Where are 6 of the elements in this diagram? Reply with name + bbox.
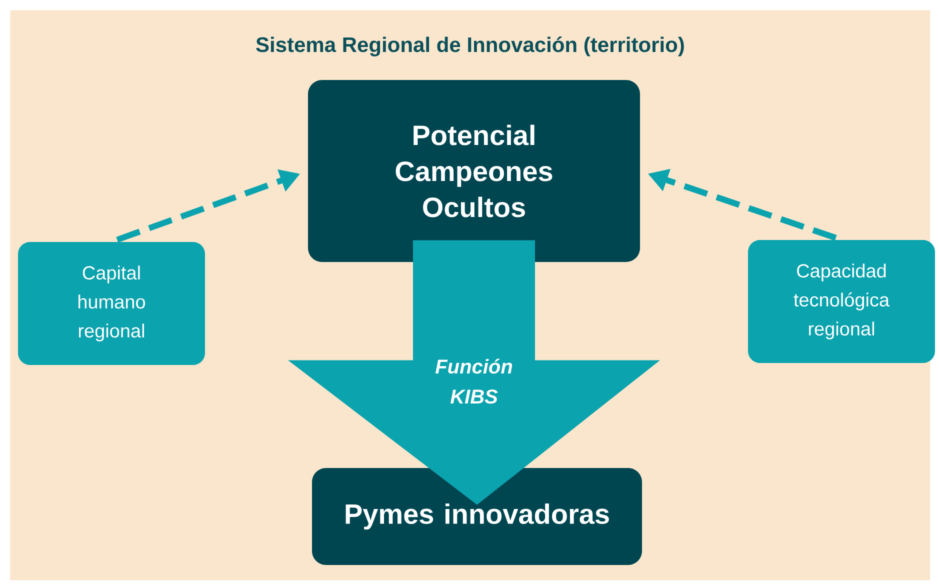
rounded-box: Capital humano regional (18, 242, 205, 365)
rounded-box: Pymes innovadoras (312, 468, 642, 565)
edge-label: Función KIBS (435, 358, 512, 404)
rounded-box: Capacidad tecnológica regional (748, 240, 935, 363)
rounded-box: Potencial Campeones Ocultos (308, 80, 640, 262)
block-arrow (288, 240, 660, 505)
